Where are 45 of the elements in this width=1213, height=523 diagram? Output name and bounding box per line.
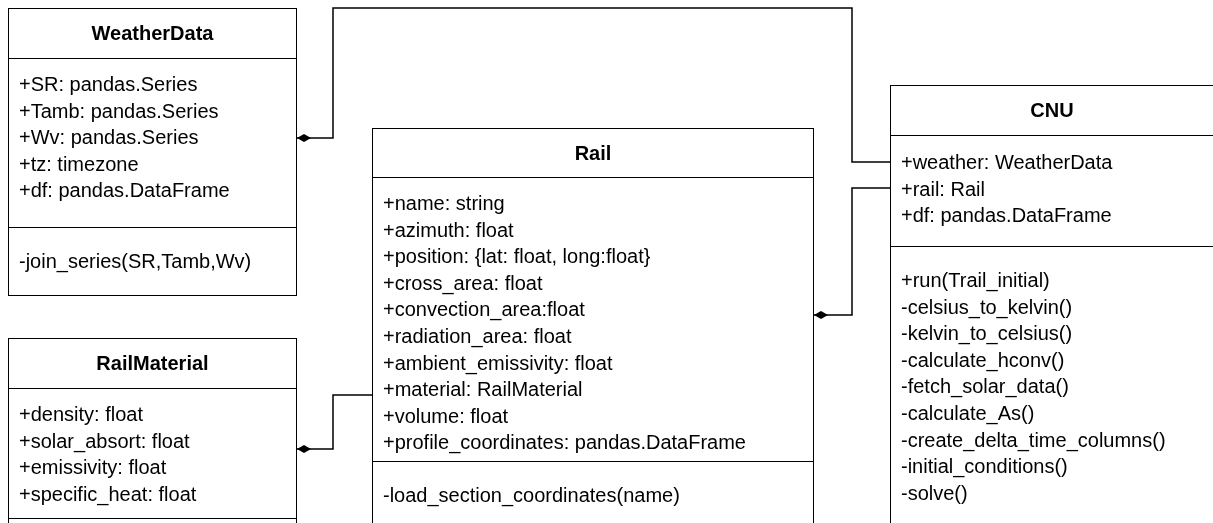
- method-compartment: [9, 518, 296, 522]
- method-text: -celsius_to_kelvin(): [900, 294, 1074, 321]
- attribute-text: +convection_area:float: [382, 297, 586, 323]
- attribute-text: +cross_area: float: [382, 270, 544, 297]
- method-text: -solve(): [900, 480, 969, 506]
- method-text: -create_delta_time_columns(): [900, 427, 1167, 454]
- method-text: -load_section_coordinates(name): [382, 483, 681, 509]
- method-text: -calculate_hconv(): [900, 347, 1066, 374]
- class-box: [372, 128, 814, 523]
- composition-connector: [296, 394, 373, 453]
- attribute-text: +position: {lat: float, long:float}: [382, 244, 652, 270]
- method-text: -fetch_solar_data(): [900, 374, 1070, 400]
- attribute-text: +density: float: [18, 402, 144, 427]
- method-text: -join_series(SR,Tamb,Wv): [18, 249, 253, 275]
- attribute-text: +ambient_emissivity: float: [382, 350, 614, 377]
- class-name: WeatherData: [90, 22, 215, 45]
- attribute-text: +azimuth: float: [382, 217, 515, 243]
- attribute-text: +specific_heat: float: [18, 481, 198, 508]
- attribute-text: +weather: WeatherData: [900, 150, 1114, 175]
- method-text: +run(Trail_initial): [900, 268, 1051, 294]
- class-name: Rail: [573, 142, 613, 165]
- attribute-text: +df: pandas.DataFrame: [900, 203, 1113, 229]
- method-text: -calculate_As(): [900, 400, 1036, 427]
- class-box: [890, 85, 1213, 523]
- class-box: [8, 338, 297, 523]
- attribute-text: +rail: Rail: [900, 176, 986, 202]
- attribute-text: +emissivity: float: [18, 455, 168, 481]
- attribute-text: +tz: timezone: [18, 151, 140, 177]
- attribute-text: +df: pandas.DataFrame: [18, 178, 231, 204]
- composition-connector: [296, 7, 891, 163]
- composition-connector: [813, 187, 891, 319]
- class-name: CNU: [1029, 99, 1075, 122]
- class-name: RailMaterial: [95, 352, 210, 375]
- attribute-text: +solar_absort: float: [18, 428, 191, 455]
- attribute-text: +Wv: pandas.Series: [18, 125, 200, 151]
- attribute-text: +profile_coordinates: pandas.DataFrame: [382, 430, 747, 456]
- attribute-text: +volume: float: [382, 403, 510, 429]
- attribute-text: +name: string: [382, 191, 506, 216]
- attribute-text: +SR: pandas.Series: [18, 72, 199, 97]
- method-text: -initial_conditions(): [900, 454, 1069, 480]
- method-text: -kelvin_to_celsius(): [900, 321, 1074, 347]
- attribute-text: +material: RailMaterial: [382, 377, 584, 403]
- attribute-text: +Tamb: pandas.Series: [18, 98, 220, 124]
- class-box: [8, 8, 297, 296]
- attribute-text: +radiation_area: float: [382, 323, 573, 350]
